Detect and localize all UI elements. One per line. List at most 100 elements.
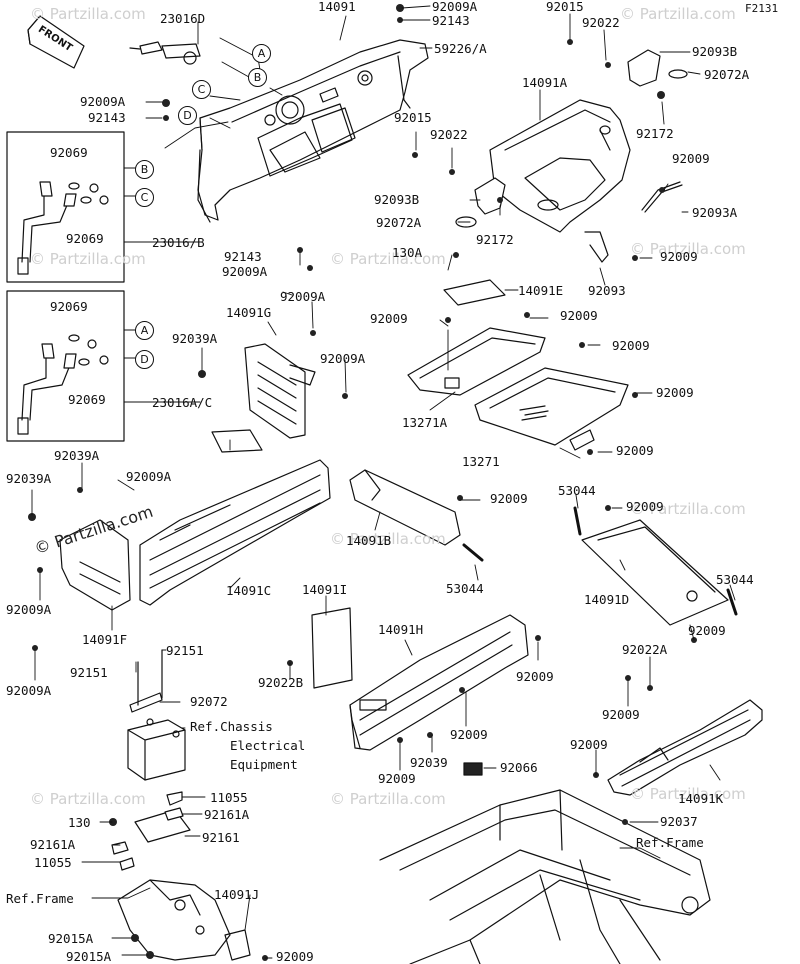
part-label: 92009 bbox=[570, 737, 608, 752]
cover-14091h bbox=[349, 614, 529, 751]
part-label: 92093 bbox=[588, 283, 626, 298]
part-label: 92066 bbox=[500, 760, 538, 775]
part-label: 92039A bbox=[6, 471, 52, 486]
part-label: 13271A bbox=[402, 415, 448, 430]
part-label: 92022 bbox=[430, 127, 468, 142]
part-label: 13271 bbox=[462, 454, 500, 469]
part-label: 92009 bbox=[276, 949, 314, 964]
part-label: 92072A bbox=[704, 67, 750, 82]
part-label: 92009A bbox=[432, 0, 478, 14]
part-label: 92009A bbox=[280, 289, 326, 304]
main-frame bbox=[379, 789, 711, 964]
watermark: © Partzilla.com bbox=[30, 790, 146, 808]
pad-14091e bbox=[443, 279, 506, 306]
leader-lines bbox=[31, 5, 736, 959]
strap-92072 bbox=[129, 692, 163, 713]
part-label: 92009 bbox=[616, 443, 654, 458]
part-label: 92009 bbox=[612, 338, 650, 353]
rod-92093a bbox=[641, 181, 683, 213]
cover-14091c bbox=[139, 459, 331, 606]
cover-14091g bbox=[244, 343, 316, 439]
part-label: 14091I bbox=[302, 582, 348, 597]
cover-14091i bbox=[311, 607, 353, 689]
part-label: 92009A bbox=[80, 94, 126, 109]
part-label: 14091J bbox=[214, 887, 260, 902]
part-label: 92039A bbox=[172, 331, 218, 346]
part-label: 92009 bbox=[450, 727, 488, 742]
part-label: 11055 bbox=[34, 855, 72, 870]
part-label: 92009 bbox=[378, 771, 416, 786]
clip-92066 bbox=[463, 762, 483, 776]
part-label: 92143 bbox=[432, 13, 470, 28]
callout-b: B bbox=[248, 68, 267, 87]
part-label: 92015A bbox=[66, 949, 112, 964]
callout-c-box: C bbox=[135, 188, 154, 207]
pad-92161a-1 bbox=[164, 807, 184, 821]
part-label: 92151 bbox=[70, 665, 108, 680]
part-label: 92009A bbox=[126, 469, 172, 484]
callout-d: D bbox=[178, 106, 197, 125]
callout-a-box: A bbox=[135, 321, 154, 340]
part-label: 59226/A bbox=[434, 41, 487, 56]
ring-92072a-mid bbox=[455, 216, 477, 228]
part-label: 14091D bbox=[584, 592, 630, 607]
part-label: 14091C bbox=[226, 583, 272, 598]
part-label: 14091A bbox=[522, 75, 568, 90]
fasteners bbox=[28, 4, 697, 961]
part-label: 92009 bbox=[516, 669, 554, 684]
part-label: 92015 bbox=[394, 110, 432, 125]
part-label: 92093B bbox=[692, 44, 738, 59]
pin-53044-2 bbox=[573, 506, 582, 536]
part-label: 92161 bbox=[202, 830, 240, 845]
harness-box-b-c bbox=[6, 131, 125, 283]
bracket-11055-1 bbox=[166, 791, 183, 806]
harness-wire-23016ac bbox=[17, 334, 109, 435]
watermark: © Partzilla.com bbox=[630, 785, 746, 803]
part-label: 92022 bbox=[582, 15, 620, 30]
battery-tray-frame bbox=[117, 879, 251, 961]
part-label: 92009 bbox=[672, 151, 710, 166]
part-label: 92039A bbox=[54, 448, 100, 463]
part-label: 92039 bbox=[410, 755, 448, 770]
ring-92072a-top bbox=[668, 69, 688, 79]
part-label: 92037 bbox=[660, 814, 698, 829]
part-label: 92069 bbox=[50, 145, 88, 160]
part-label: 92015 bbox=[546, 0, 584, 14]
callout-d-box: D bbox=[135, 350, 154, 369]
part-label: 92143 bbox=[88, 110, 126, 125]
part-label: 14091 bbox=[318, 0, 356, 14]
bracket-92093b-top bbox=[627, 49, 661, 87]
watermark: © Partzilla.com bbox=[330, 250, 446, 268]
part-label: 92009 bbox=[370, 311, 408, 326]
watermark: © Partzilla.com bbox=[30, 250, 146, 268]
switch-23016d bbox=[129, 41, 201, 65]
plate-13271a bbox=[407, 327, 546, 396]
part-label: 92009 bbox=[656, 385, 694, 400]
part-label: 14091H bbox=[378, 622, 424, 637]
part-label: 92072A bbox=[376, 215, 422, 230]
part-label: 92093A bbox=[692, 205, 738, 220]
part-label: 92172 bbox=[476, 232, 514, 247]
ref-frame-right: Ref.Frame bbox=[636, 835, 704, 850]
watermark: © Partzilla.com bbox=[330, 530, 446, 548]
part-label: 92161A bbox=[30, 837, 76, 852]
part-label: 92009A bbox=[320, 351, 366, 366]
watermark: © Partzilla.com bbox=[30, 5, 146, 23]
pin-53044-1 bbox=[462, 543, 484, 562]
part-label: 23016D bbox=[160, 11, 206, 26]
plate-13271 bbox=[474, 367, 629, 451]
part-label: 92172 bbox=[636, 126, 674, 141]
ref-chassis: Ref.Chassis bbox=[190, 719, 273, 734]
pin-53044-3 bbox=[726, 588, 738, 616]
part-label: 14091K bbox=[678, 791, 724, 806]
callout-a: A bbox=[252, 44, 271, 63]
diagram-code: F2131 bbox=[745, 2, 779, 15]
harness-box-a-d bbox=[6, 290, 125, 442]
part-label: 92161A bbox=[204, 807, 250, 822]
bracket-11055-2 bbox=[119, 857, 135, 871]
gasket-14091g bbox=[211, 429, 263, 453]
part-label: 92069 bbox=[68, 392, 106, 407]
callout-c: C bbox=[192, 80, 211, 99]
